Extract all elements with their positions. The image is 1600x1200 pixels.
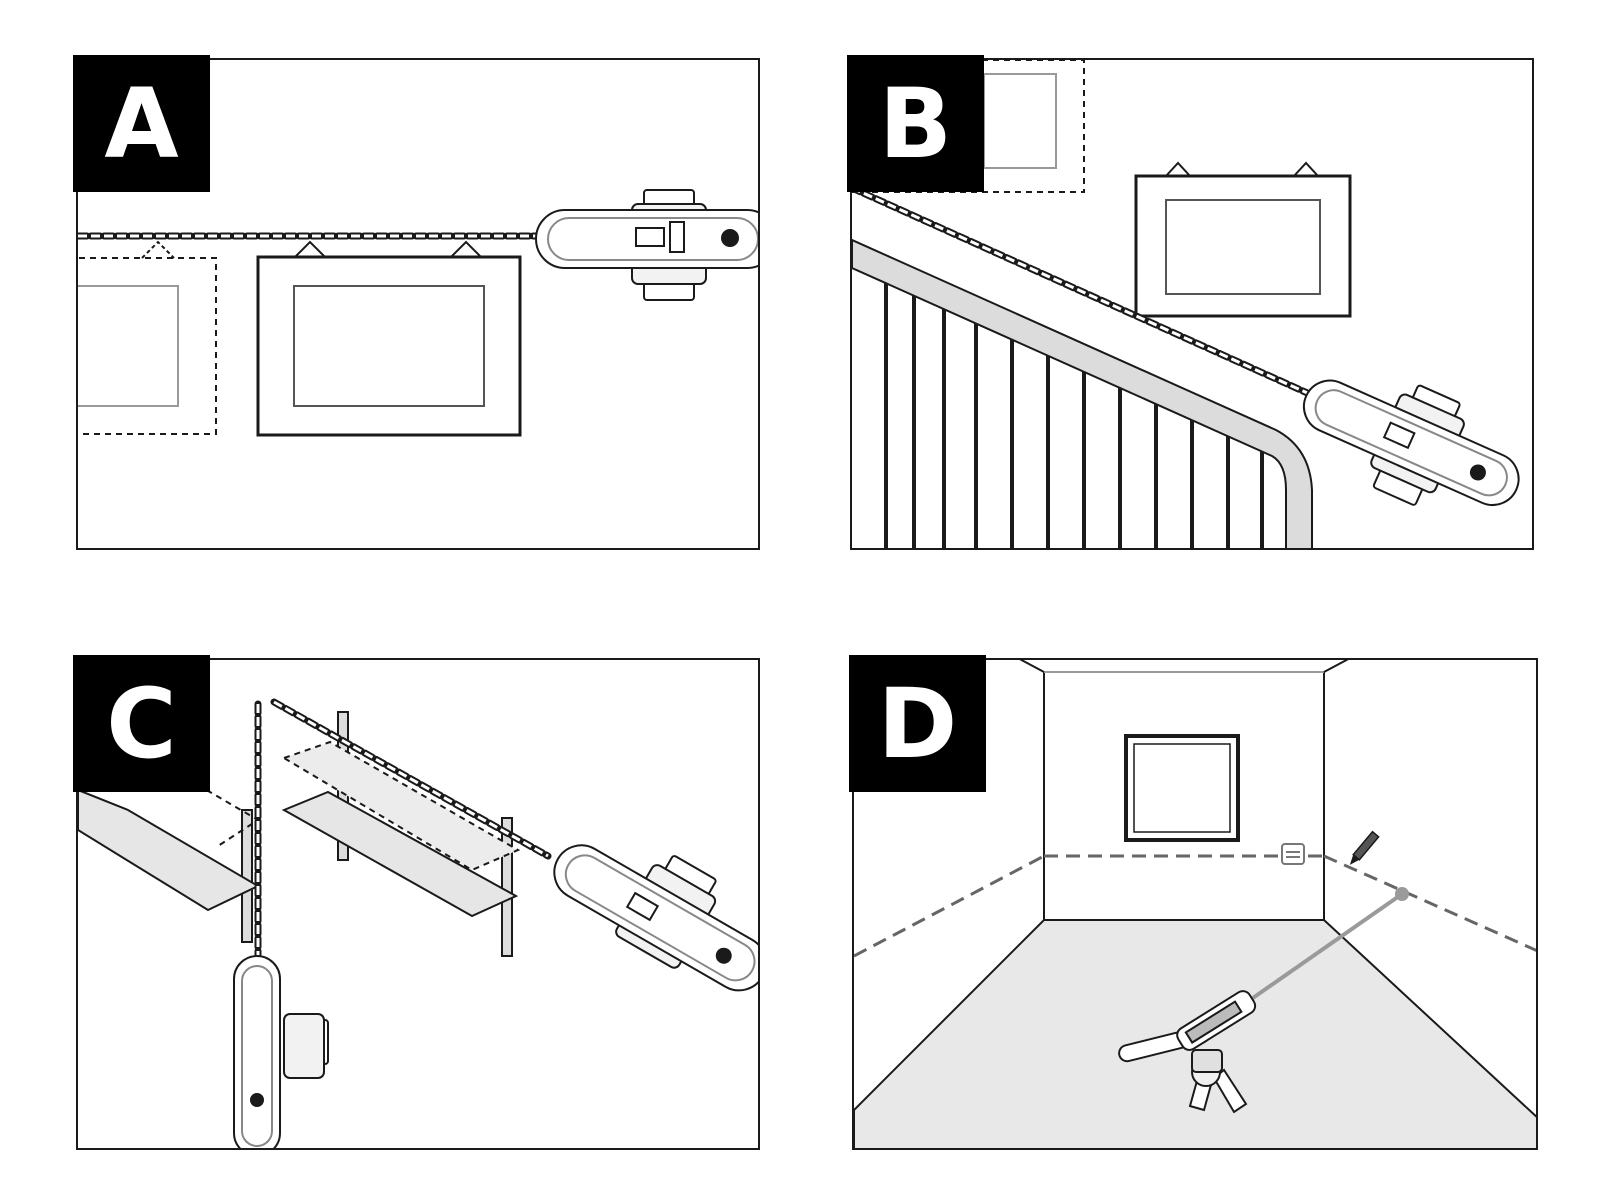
laser-level-icon xyxy=(1302,379,1520,506)
picture-frame xyxy=(256,255,522,437)
panel-label-c: C xyxy=(73,655,210,792)
pencil-icon xyxy=(1349,830,1380,865)
room-walls xyxy=(1019,660,1349,920)
ghost-frame-inner xyxy=(983,73,1057,169)
ghost-frame-inner xyxy=(78,285,179,407)
handrail xyxy=(852,238,1313,548)
panel-a-illustration xyxy=(78,189,758,437)
panel-c-illustration xyxy=(78,698,758,1148)
stair-balusters xyxy=(884,280,1264,548)
wall-shelf xyxy=(281,711,521,957)
window xyxy=(1124,734,1240,842)
panel-d-illustration xyxy=(854,660,1536,1148)
picture-frame xyxy=(1134,174,1352,318)
panel-label-a: A xyxy=(73,55,210,192)
laser-level-icon xyxy=(553,844,758,992)
hanger-mark xyxy=(293,240,327,259)
panel-label-b: B xyxy=(847,55,984,192)
laser-line xyxy=(854,854,1536,958)
hanger-mark xyxy=(1165,161,1191,177)
hanger-mark xyxy=(141,240,175,259)
laser-beam xyxy=(1248,892,1404,1002)
panel-label-d: D xyxy=(849,655,986,792)
ghost-frame xyxy=(852,60,1085,193)
panel-b-illustration xyxy=(852,60,1520,548)
laser-level-icon xyxy=(233,955,329,1148)
target-dot-icon xyxy=(1395,887,1409,901)
laser-level-icon xyxy=(1176,990,1257,1051)
wall-shelf xyxy=(78,777,261,943)
picture-frame-inner xyxy=(1165,199,1321,295)
panel-a xyxy=(76,58,760,550)
laser-level-icon xyxy=(535,189,758,301)
hanger-mark xyxy=(1293,161,1319,177)
hanger-mark xyxy=(449,240,483,259)
level-marker-icon xyxy=(1281,843,1305,865)
picture-frame-inner xyxy=(293,285,485,407)
ghost-frame xyxy=(78,257,217,435)
